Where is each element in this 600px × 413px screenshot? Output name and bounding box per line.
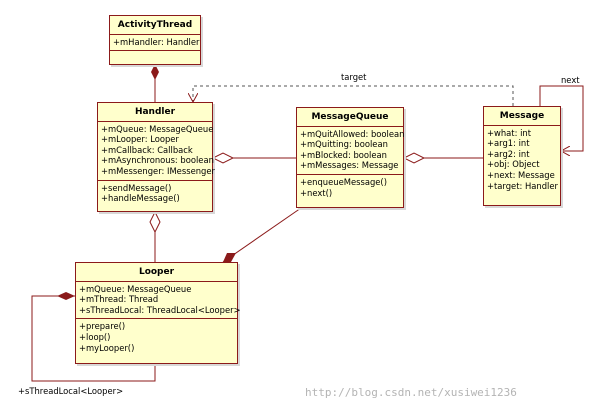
- operation: +loop(): [79, 331, 111, 342]
- attribute: +mMessenger: IMessenger: [101, 165, 215, 176]
- aggregation-diamond: [149, 210, 161, 234]
- class-looper[interactable]: Looper +mQueue: MessageQueue +mThread: T…: [75, 262, 241, 364]
- class-name: Handler: [98, 103, 212, 122]
- class-name: Message: [484, 107, 560, 126]
- class-messagequeue[interactable]: MessageQueue +mQuitAllowed: boolean +mQu…: [296, 107, 404, 208]
- operations-section: +prepare() +loop() +myLooper(): [76, 319, 237, 356]
- attribute: +mQueue: MessageQueue: [101, 123, 214, 134]
- operations-section: +sendMessage() +handleMessage(): [98, 181, 212, 207]
- attribute: +mQuitAllowed: boolean: [300, 128, 405, 139]
- operations-section: +enqueueMessage() +next(): [297, 175, 403, 201]
- threadlocal-self-association: [31, 295, 156, 382]
- operation: +prepare(): [79, 321, 126, 332]
- attribute: +mQuitting: boolean: [300, 139, 388, 150]
- operation: +next(): [300, 187, 333, 198]
- class-activitythread[interactable]: ActivityThread +mHandler: Handler: [109, 15, 201, 65]
- class-name: ActivityThread: [110, 16, 200, 35]
- attribute: +arg1: int: [487, 138, 530, 149]
- attribute: +obj: Object: [487, 159, 540, 170]
- target-edge-label: target: [341, 72, 367, 82]
- composition-diamond: [57, 292, 75, 300]
- attribute: +target: Handler: [487, 180, 558, 191]
- attribute: +arg2: int: [487, 148, 530, 159]
- attribute: +mAsynchronous: boolean: [101, 155, 214, 166]
- operation: +sendMessage(): [101, 182, 172, 193]
- attribute: +mThread: Thread: [79, 294, 159, 305]
- attributes-section: +mQueue: MessageQueue +mLooper: Looper +…: [98, 122, 215, 181]
- class-name: MessageQueue: [297, 108, 403, 127]
- operation: +enqueueMessage(): [300, 176, 387, 187]
- aggregation-diamond: [402, 152, 426, 164]
- attributes-section: +mQueue: MessageQueue +mThread: Thread +…: [76, 282, 241, 320]
- attribute: +next: Message: [487, 169, 555, 180]
- attribute: +mHandler: Handler: [113, 36, 200, 47]
- operation: +myLooper(): [79, 342, 135, 353]
- class-name: Looper: [76, 263, 237, 282]
- attribute: +mBlocked: boolean: [300, 149, 387, 160]
- class-message[interactable]: Message +what: int +arg1: int +arg2: int…: [483, 106, 561, 206]
- attribute: +mQueue: MessageQueue: [79, 283, 192, 294]
- threadlocal-edge-label: +sThreadLocal<Looper>: [18, 386, 124, 396]
- composition-diamond: [223, 253, 236, 262]
- attribute: +what: int: [487, 127, 531, 138]
- operations-section: [110, 51, 200, 62]
- composition-diamond: [151, 64, 159, 80]
- class-handler[interactable]: Handler +mQueue: MessageQueue +mLooper: …: [97, 102, 215, 212]
- operation: +handleMessage(): [101, 193, 180, 204]
- attributes-section: +what: int +arg1: int +arg2: int +obj: O…: [484, 126, 560, 195]
- attribute: +sThreadLocal: ThreadLocal<Looper>: [79, 304, 241, 315]
- next-edge-label: next: [561, 75, 580, 85]
- next-self-association: [539, 85, 584, 151]
- attributes-section: +mQuitAllowed: boolean +mQuitting: boole…: [297, 127, 405, 175]
- watermark: http://blog.csdn.net/xusiwei1236: [305, 386, 517, 399]
- target-dependency-edge: [193, 85, 514, 106]
- attribute: +mMessages: Message: [300, 160, 399, 171]
- attribute: +mCallback: Callback: [101, 144, 193, 155]
- attribute: +mLooper: Looper: [101, 134, 179, 145]
- attributes-section: +mHandler: Handler: [110, 35, 200, 52]
- aggregation-diamond: [211, 152, 235, 164]
